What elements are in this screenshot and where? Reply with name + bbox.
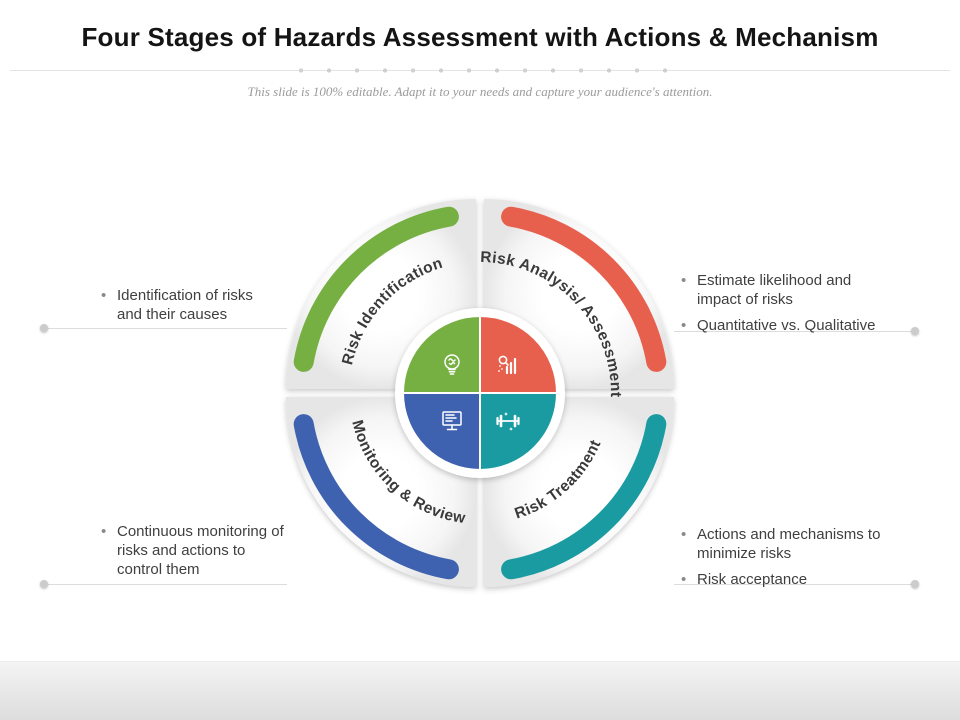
note-risk-treatment: Actions and mechanisms to minimize risks… [681,525,893,597]
subtitle: This slide is 100% editable. Adapt it to… [247,84,713,99]
chart-magnifier-icon [498,355,517,375]
note-risk-analysis: Estimate likelihood and impact of risks … [681,271,899,343]
bullet-list: Actions and mechanisms to minimize risks… [681,525,893,590]
connector-line-top-left [44,328,287,329]
hub-wedge-treatment [479,392,559,472]
connector-dot-top-left [40,324,48,332]
hazard-stages-wheel: Risk Identification Risk Analysis/ Asses… [286,199,674,587]
arc-analysis [501,206,667,372]
connector-dot-bottom-right [911,580,919,588]
center-hub [395,308,565,478]
note-risk-identification: Identification of risks and their causes [101,286,279,331]
footer-band [0,661,960,720]
bullet-item: Risk acceptance [681,570,893,589]
bullet-list: Estimate likelihood and impact of risks … [681,271,899,336]
bullet-item: Identification of risks and their causes [101,286,279,324]
divider-dots [287,67,689,74]
hub-wedge-analysis [479,314,559,394]
bullet-item: Quantitative vs. Qualitative [681,316,899,335]
dumbbell-icon [496,412,520,431]
arc-treatment [501,414,667,580]
arc-identification [293,206,459,372]
bullet-list: Continuous monitoring of risks and actio… [101,522,293,580]
bullet-item: Estimate likelihood and impact of risks [681,271,899,309]
page-title: Four Stages of Hazards Assessment with A… [81,22,879,52]
bullet-item: Continuous monitoring of risks and actio… [101,522,293,580]
bullet-list: Identification of risks and their causes [101,286,279,324]
arc-monitoring [293,414,459,580]
connector-line-bottom-left [44,584,287,585]
stage-arcs [293,206,667,580]
brain-bulb-icon [444,354,460,375]
hub-wedge-identification [401,314,481,394]
connector-dot-bottom-left [40,580,48,588]
connector-dot-top-right [911,327,919,335]
bullet-item: Actions and mechanisms to minimize risks [681,525,893,563]
note-monitoring-review: Continuous monitoring of risks and actio… [101,522,293,587]
monitor-icon [442,411,462,431]
